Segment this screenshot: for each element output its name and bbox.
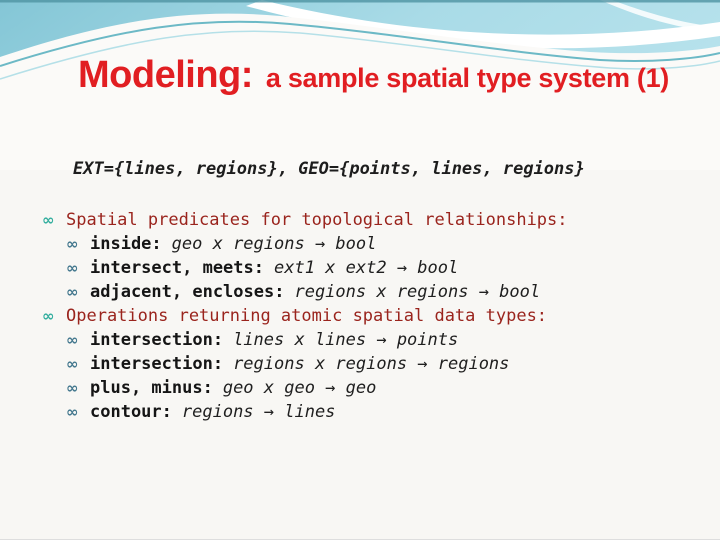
loop-bullet-icon: ∞ xyxy=(66,379,79,397)
type-definitions-line: EXT={lines, regions}, GEO={points, lines… xyxy=(73,159,585,179)
loop-bullet-icon: ∞ xyxy=(66,355,79,373)
slide-title: Modeling: a sample spatial type system (… xyxy=(78,54,669,97)
section-heading-text: Spatial predicates for topological relat… xyxy=(66,210,568,230)
title-subtitle-text: a sample spatial type system (1) xyxy=(265,63,669,93)
operation-signature: geo x geo → geo xyxy=(222,378,377,398)
operation-keyword: inside: xyxy=(90,234,162,254)
operation-bullet-item: ∞ inside: geo x regions → bool xyxy=(66,232,720,256)
operation-signature: geo x regions → bool xyxy=(171,234,377,254)
operation-signature: regions x regions → regions xyxy=(233,354,510,374)
operation-bullet-item: ∞ intersection: lines x lines → points xyxy=(66,328,720,352)
operation-keyword: contour: xyxy=(90,402,172,422)
operation-keyword: adjacent, encloses: xyxy=(90,282,285,302)
loop-bullet-icon: ∞ xyxy=(66,403,79,421)
loop-bullet-icon: ∞ xyxy=(42,211,55,229)
slide-body: EXT={lines, regions}, GEO={points, lines… xyxy=(0,157,720,424)
title-main-text: Modeling: xyxy=(78,54,253,96)
loop-bullet-icon: ∞ xyxy=(66,259,79,277)
operation-signature: regions → lines xyxy=(181,402,336,422)
operation-signature: lines x lines → points xyxy=(233,330,459,350)
section-heading-text: Operations returning atomic spatial data… xyxy=(66,306,548,326)
loop-bullet-icon: ∞ xyxy=(42,307,55,325)
loop-bullet-icon: ∞ xyxy=(66,331,79,349)
operation-keyword: intersection: xyxy=(90,354,224,374)
operation-bullet-item: ∞ adjacent, encloses: regions x regions → … xyxy=(66,280,720,304)
operation-keyword: plus, minus: xyxy=(90,378,213,398)
loop-bullet-icon: ∞ xyxy=(66,235,79,253)
operation-bullet-item: ∞ contour: regions → lines xyxy=(66,400,720,424)
operation-bullet-item: ∞ plus, minus: geo x geo → geo xyxy=(66,376,720,400)
bullet-list: ∞ Spatial predicates for topological rela… xyxy=(0,208,720,424)
operation-signature: regions x regions → bool xyxy=(294,282,541,302)
operation-bullet-item: ∞ intersection: regions x regions → region… xyxy=(66,352,720,376)
section-bullet-item: ∞ Spatial predicates for topological rela… xyxy=(42,208,720,232)
operation-keyword: intersection: xyxy=(90,330,224,350)
section-bullet-item: ∞ Operations returning atomic spatial dat… xyxy=(42,304,720,328)
operation-signature: ext1 x ext2 → bool xyxy=(274,258,459,278)
loop-bullet-icon: ∞ xyxy=(66,283,79,301)
operation-bullet-item: ∞ intersect, meets: ext1 x ext2 → bool xyxy=(66,256,720,280)
operation-keyword: intersect, meets: xyxy=(90,258,264,278)
